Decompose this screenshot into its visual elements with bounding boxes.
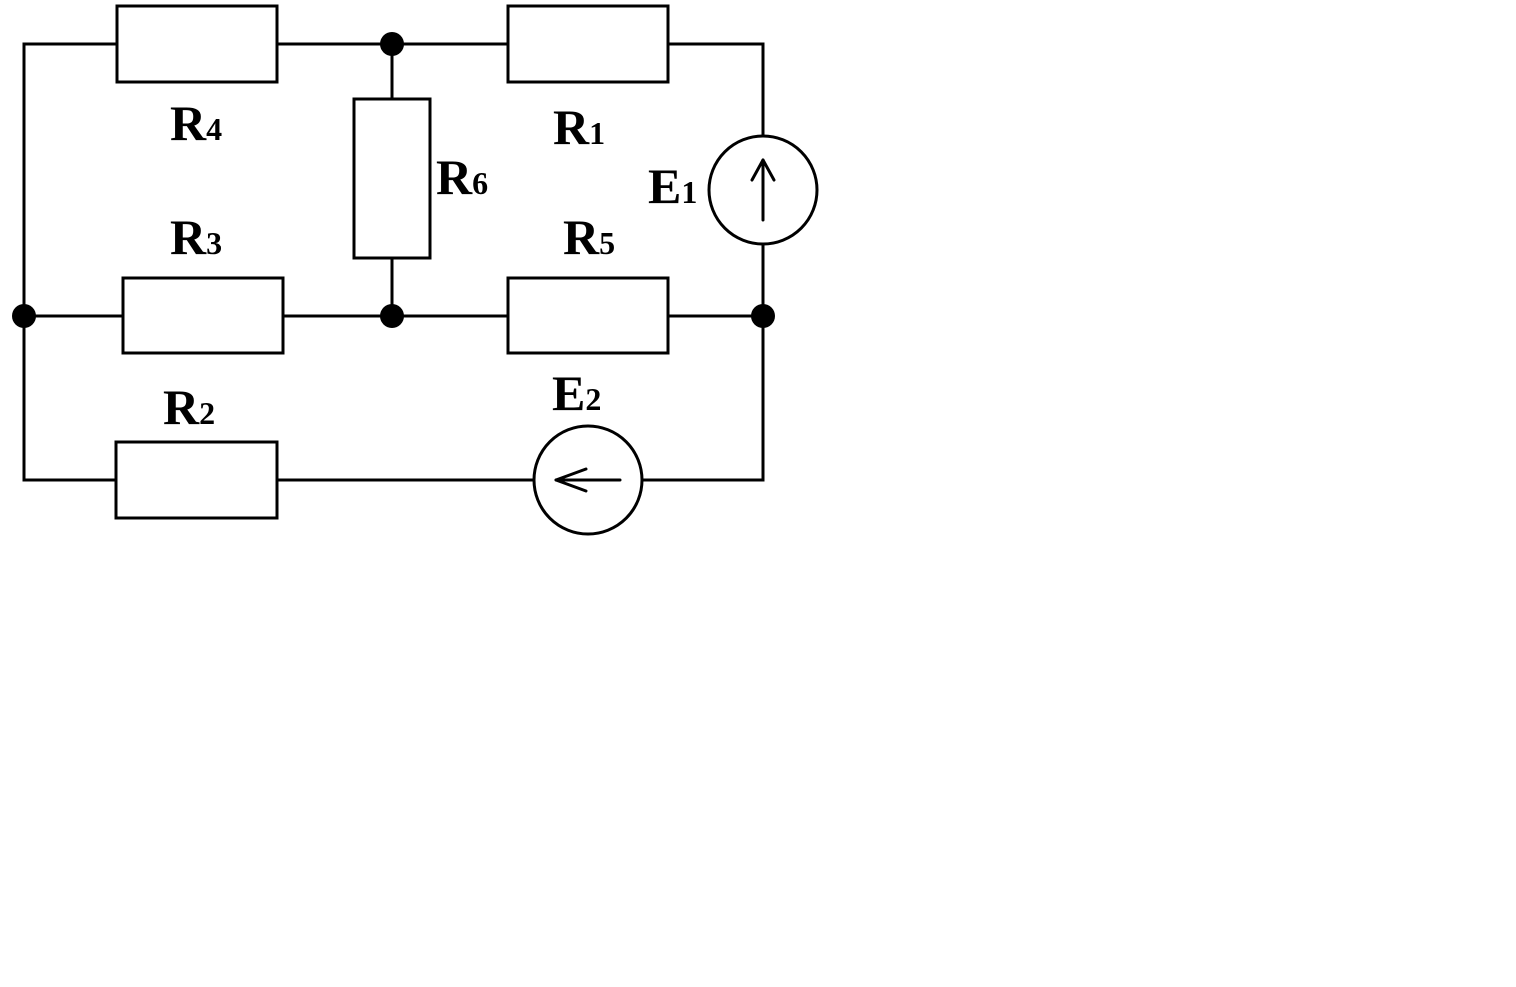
source-e1 bbox=[707, 134, 819, 246]
label-e2-sub: 2 bbox=[585, 381, 601, 417]
label-r3-sub: 3 bbox=[206, 225, 222, 261]
wires bbox=[22, 42, 765, 482]
resistor-r1 bbox=[506, 4, 670, 84]
arrow-left-head-icon bbox=[554, 467, 588, 493]
node-top-middle bbox=[380, 32, 404, 56]
label-r6-sub: 6 bbox=[472, 165, 488, 201]
label-r6-main: R bbox=[436, 149, 473, 205]
label-r5-main: R bbox=[563, 209, 600, 265]
label-r3: R3 bbox=[170, 209, 222, 265]
source-e2 bbox=[532, 424, 644, 536]
resistor-r2 bbox=[114, 440, 279, 520]
node-right-middle bbox=[751, 304, 775, 328]
label-r1: R1 bbox=[553, 99, 605, 155]
label-r3-main: R bbox=[170, 209, 207, 265]
arrow-up-head-icon bbox=[750, 158, 776, 182]
label-r2-main: R bbox=[163, 379, 200, 435]
node-left-middle bbox=[12, 304, 36, 328]
label-r4-sub: 4 bbox=[206, 111, 222, 147]
resistor-r3 bbox=[121, 276, 285, 355]
label-e1-main: E bbox=[648, 158, 681, 214]
label-r6: R6 bbox=[436, 149, 488, 205]
label-r4: R4 bbox=[170, 95, 222, 151]
label-r5: R5 bbox=[563, 209, 615, 265]
resistor-r4 bbox=[115, 4, 279, 84]
label-r4-main: R bbox=[170, 95, 207, 151]
label-e1: E1 bbox=[648, 158, 697, 214]
label-e2-main: E bbox=[552, 365, 585, 421]
label-r1-main: R bbox=[553, 99, 590, 155]
label-r5-sub: 5 bbox=[599, 225, 615, 261]
label-r2-sub: 2 bbox=[199, 395, 215, 431]
label-r2: R2 bbox=[163, 379, 215, 435]
label-e1-sub: 1 bbox=[681, 174, 697, 210]
resistor-r6 bbox=[352, 97, 432, 260]
resistor-r5 bbox=[506, 276, 670, 355]
node-center-middle bbox=[380, 304, 404, 328]
label-e2: E2 bbox=[552, 365, 601, 421]
label-r1-sub: 1 bbox=[589, 115, 605, 151]
